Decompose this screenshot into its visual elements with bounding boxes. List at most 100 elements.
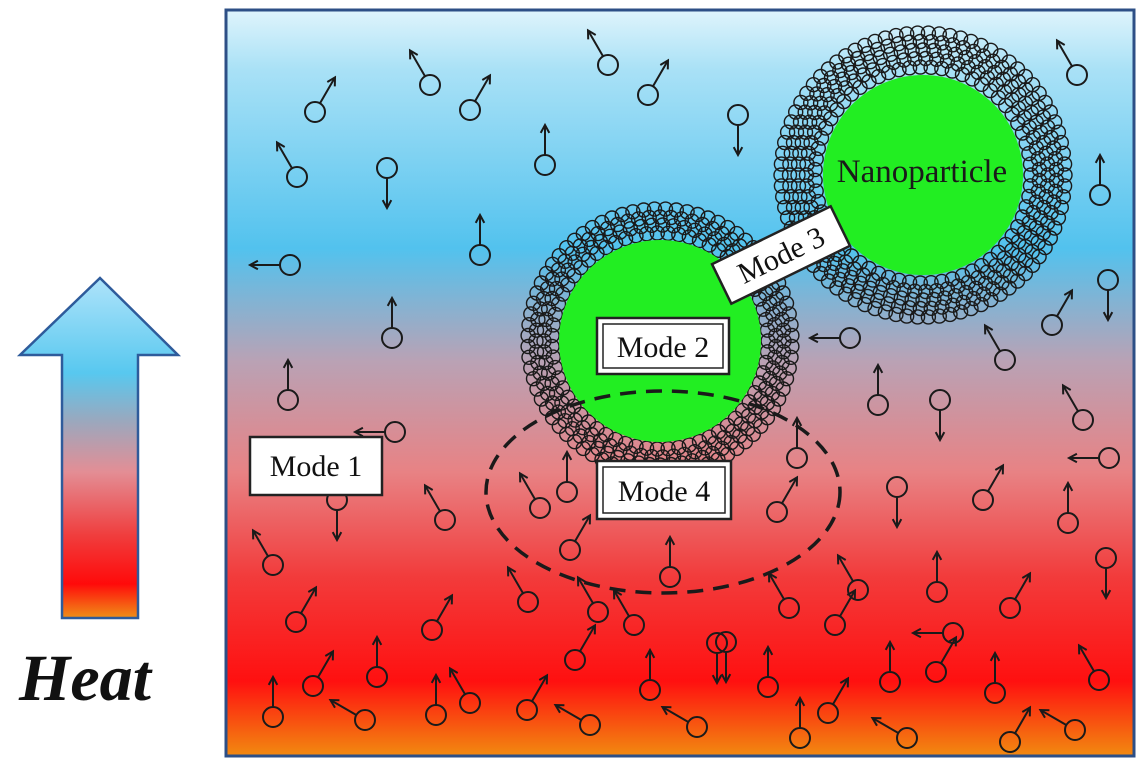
molecule	[328, 698, 376, 731]
nanolayer-cell	[781, 167, 798, 183]
nanolayer-cell	[904, 42, 920, 59]
nanolayer-cell	[714, 225, 730, 242]
molecule	[1041, 288, 1074, 336]
mode1-box: Mode 1	[248, 435, 384, 497]
nanolayer-cell	[859, 288, 876, 305]
nanolayer-cell	[1053, 134, 1070, 151]
nanoparticle-label: Nanoparticle	[837, 154, 1007, 190]
molecule	[727, 104, 749, 158]
nanolayer-cell	[963, 300, 979, 317]
molecule	[1061, 383, 1094, 431]
nanolayer-cell	[525, 371, 542, 387]
nanolayer-cell	[859, 45, 876, 62]
nanolayer-cell	[912, 59, 928, 75]
molecule	[984, 650, 1006, 704]
nanolayer-cell	[770, 391, 787, 407]
nanolayer-cell	[865, 62, 881, 78]
nanolayer-cell	[782, 156, 798, 172]
nanolayer-cell	[788, 124, 805, 140]
nanolayer-cell	[847, 292, 863, 308]
mode2-box: Mode 2	[595, 316, 731, 376]
nanolayer-cell	[865, 272, 881, 288]
mode1-label: Mode 1	[270, 450, 363, 483]
molecule	[366, 634, 388, 688]
nanolayer-cell	[797, 124, 814, 140]
molecule	[879, 639, 901, 693]
molecule	[251, 528, 284, 576]
nanolayer-cell	[1022, 156, 1039, 172]
molecule	[867, 362, 889, 416]
nanolayer-cell	[888, 27, 904, 44]
nanolayer-cell	[901, 300, 918, 316]
nanolayer-cell	[802, 114, 818, 130]
nanolayer-cell	[899, 26, 915, 42]
nanolayer-cell	[529, 381, 545, 397]
nanolayer-cell	[958, 49, 974, 66]
nanolayer-cell	[973, 296, 989, 313]
molecule	[786, 415, 808, 469]
nanolayer-cell	[784, 338, 800, 355]
molecule	[925, 635, 958, 683]
nanolayer-cell	[893, 44, 909, 60]
nanolayer-cell	[1042, 230, 1059, 246]
nanolayer-cell	[1056, 156, 1073, 172]
nanolayer-cell	[782, 178, 798, 194]
nanolayer-cell	[1050, 210, 1067, 226]
molecule	[262, 674, 284, 728]
nanolayer-cell	[775, 145, 791, 162]
nanolayer-cell	[797, 104, 813, 120]
nanolayer-cell	[909, 309, 926, 325]
nanolayer-cell	[909, 25, 926, 41]
nanolayer-cell	[799, 178, 815, 194]
molecule	[425, 672, 447, 726]
nanolayer-cell	[1048, 161, 1065, 178]
nanolayer-shell-large	[773, 25, 1073, 325]
nanolayer-cell	[1046, 220, 1063, 236]
nanolayer-cell	[759, 395, 776, 411]
molecule	[929, 389, 951, 443]
nanolayer-cell	[1031, 172, 1048, 189]
molecule	[448, 666, 481, 714]
molecule	[556, 449, 578, 503]
nanolayer-cell	[649, 441, 665, 457]
nanolayer-cell	[544, 375, 560, 392]
nanolayer-cell	[918, 50, 934, 67]
nanolayer-cell	[1042, 104, 1059, 120]
molecule	[516, 673, 549, 721]
nanolayer-cell	[533, 391, 550, 407]
nanolayer-cell	[888, 306, 904, 323]
nanolayer-cell	[899, 308, 915, 324]
molecule	[836, 553, 869, 601]
molecule	[408, 48, 441, 96]
nanolayer-cell	[992, 286, 1008, 302]
nanolayer-cell	[657, 201, 674, 217]
nanolayer-cell	[808, 151, 824, 167]
molecule	[807, 327, 861, 349]
nanolayer-cell	[1038, 145, 1054, 162]
nanolayer-cell	[779, 124, 796, 140]
nanolayer-cell	[890, 298, 907, 314]
nanolayer-cell	[907, 283, 923, 299]
nanolayer-cell	[548, 385, 565, 402]
nanolayer-cell	[1040, 167, 1056, 183]
nanolayer-cell	[942, 27, 958, 44]
molecule	[789, 695, 811, 749]
molecule	[421, 593, 454, 641]
molecule	[1038, 708, 1086, 741]
nanolayer-cell	[983, 42, 999, 58]
nanolayer-cell	[799, 156, 815, 172]
nanolayer-cell	[790, 178, 807, 194]
nanolayer-cell	[544, 327, 560, 344]
molecule	[459, 73, 492, 121]
nanolayer-cell	[1055, 145, 1072, 162]
nanolayer-cell	[784, 327, 800, 344]
nanolayer-cell	[1030, 183, 1047, 200]
nanolayer-cell	[840, 56, 857, 72]
nanolayer-cell	[850, 283, 866, 300]
nanolayer-cell	[544, 338, 560, 355]
nanolayer-cell	[775, 188, 791, 205]
nanolayer-cell	[1056, 178, 1073, 194]
nanolayer-cell	[783, 114, 799, 130]
nanolayer-cell	[781, 306, 797, 322]
molecule	[817, 676, 850, 724]
